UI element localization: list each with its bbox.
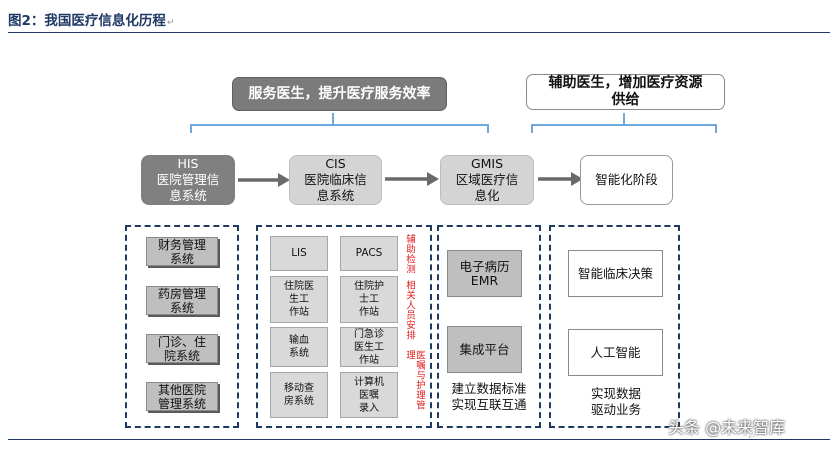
his-system-pharmacy: 药房管理 系统 <box>146 286 218 315</box>
stage-his-name: 医院管理信 息系统 <box>156 172 220 203</box>
gmis-emr: 电子病历 EMR <box>447 250 522 297</box>
cis-pacs: PACS <box>340 236 398 271</box>
cis-lis: LIS <box>270 236 328 271</box>
banner-right-text: 辅助医生，增加医疗资源 供给 <box>548 75 703 108</box>
cis-system-label: 输血 系统 <box>289 335 309 359</box>
gmis-group <box>437 225 541 428</box>
banner-assist-doctors: 辅助医生，增加医疗资源 供给 <box>526 74 725 110</box>
stage-his-code: HIS <box>177 156 199 171</box>
cis-order-entry: 计算机 医嘱 录入 <box>340 372 398 418</box>
gmis-emr-label: 电子病历 EMR <box>459 258 510 288</box>
gmis-note: 建立数据标准 实现互联互通 <box>451 381 527 412</box>
figure-title-text: 图2：我国医疗信息化历程 <box>8 13 166 29</box>
cis-system-label: PACS <box>355 247 383 259</box>
return-mark-icon: ↵ <box>748 432 757 443</box>
watermark: 头条 @未来智库 <box>668 418 786 437</box>
cis-system-label: 门急诊 医生工 作站 <box>354 328 384 366</box>
cis-transfusion: 输血 系统 <box>270 327 328 367</box>
arrowhead-3 <box>571 172 583 186</box>
his-system-outpatient: 门诊、住 院系统 <box>146 334 218 363</box>
figure-title: 图2：我国医疗信息化历程↵ <box>8 9 174 29</box>
cis-system-label: 移动查 房系统 <box>284 383 314 407</box>
his-group <box>125 225 239 428</box>
his-system-other: 其他医院 管理系统 <box>146 382 218 411</box>
stage-gmis-code: GMIS <box>470 156 504 171</box>
stage-gmis-name: 区域医疗信 息化 <box>455 172 519 203</box>
cis-system-label: LIS <box>291 247 307 259</box>
stage-cis-code: CIS <box>325 156 346 171</box>
smart-clinical-decision: 智能临床决策 <box>568 250 663 297</box>
left-bracket <box>190 124 489 133</box>
stage-cis-name: 医院临床信 息系统 <box>304 172 367 203</box>
cis-system-label: 住院医 生工 作站 <box>284 281 314 318</box>
gmis-platform: 集成平台 <box>447 326 522 373</box>
arrowhead-2 <box>427 172 439 186</box>
cis-system-label: 计算机 医嘱 录入 <box>354 376 384 414</box>
his-system-label: 药房管理 系统 <box>157 286 206 315</box>
cis-group <box>256 225 432 428</box>
return-mark-icon: ↵ <box>166 18 175 28</box>
his-system-label: 其他医院 管理系统 <box>157 382 206 411</box>
his-system-label: 财务管理 系统 <box>157 237 206 266</box>
stage-smart-name: 智能化阶段 <box>595 172 658 187</box>
his-system-finance: 财务管理 系统 <box>146 237 218 266</box>
smart-decision-label: 智能临床决策 <box>577 265 653 281</box>
cis-system-label: 住院护 士工 作站 <box>354 281 384 318</box>
smart-group <box>549 225 680 428</box>
cis-note-lab: 辅助检测 <box>404 234 415 274</box>
cis-inpatient-doctor: 住院医 生工 作站 <box>270 276 328 323</box>
gmis-platform-label: 集成平台 <box>459 341 510 357</box>
smart-ai: 人工智能 <box>568 329 663 376</box>
bottom-rule <box>8 439 830 440</box>
his-system-label: 门诊、住 院系统 <box>157 334 206 363</box>
cis-emergency-doctor: 门急诊 医生工 作站 <box>340 327 398 367</box>
cis-mobile-rounds: 移动查 房系统 <box>270 372 328 418</box>
smart-note: 实现数据 驱动业务 <box>590 386 641 417</box>
banner-left-text: 服务医生，提升医疗服务效率 <box>248 85 431 102</box>
top-rule <box>8 32 830 33</box>
cis-note-orders: 医嘱与护理管理 <box>404 350 425 410</box>
right-bracket <box>531 124 717 133</box>
smart-ai-label: 人工智能 <box>590 344 641 360</box>
banner-serve-doctors: 服务医生，提升医疗服务效率 <box>232 77 447 111</box>
stage-smart: 智能化阶段 <box>580 155 673 205</box>
cis-note-staffing: 相关人员安排 <box>404 280 415 340</box>
cis-inpatient-nurse: 住院护 士工 作站 <box>340 276 398 323</box>
arrowhead-1 <box>278 173 290 187</box>
